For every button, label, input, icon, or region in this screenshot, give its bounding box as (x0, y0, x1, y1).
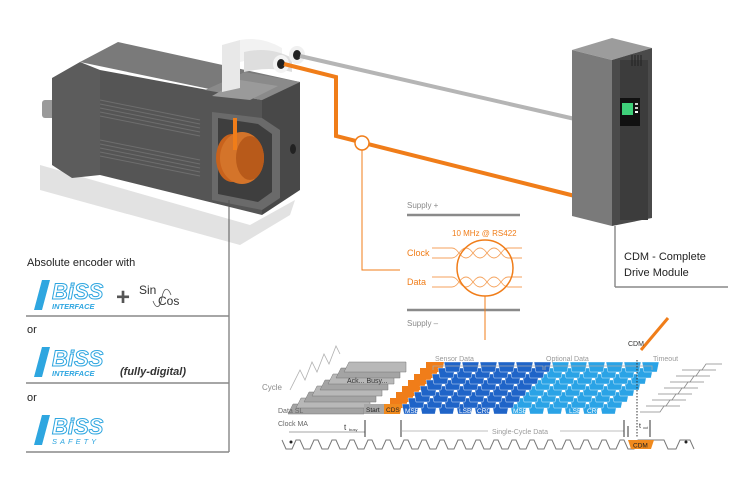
lsb-label-optional: LSB (569, 408, 581, 415)
timeout-step (652, 393, 692, 401)
svg-text:INTERFACE: INTERFACE (52, 302, 96, 311)
drive-label-line1: CDM - Complete (624, 251, 706, 263)
timeout-step (646, 399, 686, 407)
svg-text:BiSS: BiSS (52, 346, 104, 371)
supply-plus-label: Supply + (407, 201, 439, 210)
data-bit-cell (605, 361, 624, 373)
data-bit-cell (569, 361, 588, 373)
or-separator: or (27, 392, 37, 404)
single-cycle-label: Single-Cycle Data (492, 429, 548, 436)
cycle-label: Cycle (262, 383, 283, 392)
signal-detail: Supply + 10 MHz @ RS422 Clock Data Suppl… (407, 201, 522, 340)
biss-logo-mark-icon: BiSS INTERFACE (34, 279, 104, 311)
timeout-step (670, 375, 710, 383)
frequency-label: 10 MHz @ RS422 (452, 229, 517, 238)
data-bit-cell (461, 361, 480, 373)
msb-label: MSB (405, 408, 419, 415)
cds-label: CDS (386, 407, 400, 414)
data-sl-label: Data SL (278, 408, 303, 415)
data-bit-cell (515, 361, 534, 373)
drive-label-line2: Drive Module (624, 267, 689, 279)
timeout-steps (640, 363, 722, 413)
timeout-step (640, 405, 680, 413)
encoder-cable (283, 62, 576, 198)
data-bit-cell (533, 361, 552, 373)
data-bit-cell (587, 361, 606, 373)
timing-diagram: Cycle Data SL Clock MA Ack... Busy... St… (262, 317, 722, 450)
svg-text:SAFETY: SAFETY (52, 437, 99, 446)
motor-shadow (40, 165, 295, 245)
crc-label-optional: CRC (587, 408, 601, 415)
cable-detail-marker (354, 135, 370, 151)
biss-interface-logo: BiSS INTERFACE (34, 345, 114, 384)
timeout-label: Timeout (653, 356, 678, 363)
cycle-ticks (289, 345, 341, 391)
detail-leader-line (361, 150, 400, 271)
encoder-heading: Absolute encoder with (27, 257, 136, 269)
lsb-label: LSB (459, 408, 471, 415)
drive-module-cabinet (572, 38, 652, 226)
t-out-subscript: out (643, 426, 648, 430)
ack-busy-label: Ack... Busy... (347, 378, 387, 385)
timeout-step (664, 381, 704, 389)
sincos-cos: Cos (158, 294, 180, 308)
data-cells (401, 361, 660, 415)
svg-text:BiSS: BiSS (52, 279, 104, 304)
timeout-step (676, 369, 716, 377)
biss-logo-mark-icon: BiSS SAFETY (34, 414, 104, 446)
fully-digital-label: (fully-digital) (120, 366, 186, 378)
timeout-step (682, 363, 722, 371)
frame-stack (287, 361, 444, 415)
clock-label: Clock (407, 248, 430, 258)
power-cable (299, 54, 576, 121)
or-separator: or (27, 324, 37, 336)
timeout-step (658, 387, 698, 395)
data-bit-cell (479, 361, 498, 373)
cdm-pen (639, 317, 670, 351)
cdm-bottom-cell (628, 440, 654, 449)
msb-label-optional: MSB (513, 408, 527, 415)
svg-text:BiSS: BiSS (52, 414, 104, 439)
start-cell (364, 404, 384, 414)
biss-logo-mark-icon: BiSS INTERFACE (34, 346, 104, 378)
biss-safety-logo: BiSS SAFETY (34, 413, 114, 452)
sine-wave-icon (152, 288, 172, 307)
frame-row (343, 361, 407, 373)
plus-icon: + (116, 284, 131, 311)
data-bit-cell (641, 361, 660, 373)
start-label: Start (366, 407, 380, 414)
svg-text:INTERFACE: INTERFACE (52, 369, 96, 378)
crc-label: CRC (477, 408, 491, 415)
t-out-label: t (639, 423, 641, 430)
t-busy-subscript: busy (349, 427, 357, 432)
t-busy-label: t (344, 423, 347, 432)
magnifier-circle (456, 239, 514, 297)
servo-motor (42, 39, 305, 215)
cdm-top-label: CDM (628, 341, 644, 348)
lcd-screen (622, 103, 633, 115)
data-bit-cell (551, 361, 570, 373)
data-bit-cell (623, 361, 642, 373)
data-bit-cell (443, 361, 462, 373)
data-label: Data (407, 277, 426, 287)
clock-waveform (281, 439, 695, 450)
sincos-sin: Sin (139, 283, 157, 297)
cds-cell (384, 404, 402, 414)
supply-minus-label: Supply – (407, 319, 439, 328)
data-bit-cell (497, 361, 516, 373)
clock-ma-label: Clock MA (278, 421, 308, 428)
sensor-data-label: Sensor Data (435, 356, 474, 363)
cdm-bottom-label: CDM (633, 443, 648, 450)
biss-interface-logo: BiSS INTERFACE (34, 278, 114, 317)
optional-data-label: Optional Data (546, 356, 589, 363)
